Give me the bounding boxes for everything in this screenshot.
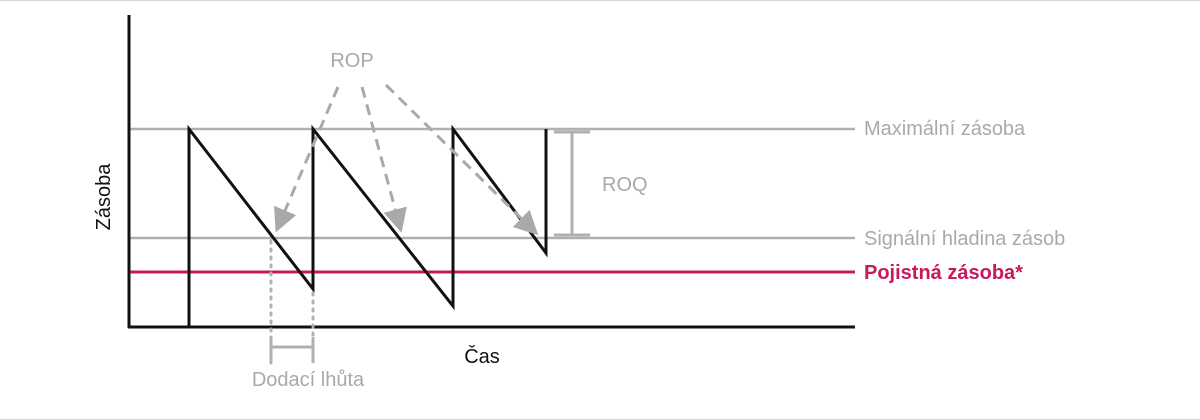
rop-label: ROP xyxy=(330,50,373,72)
rop-arrow-2 xyxy=(360,86,407,233)
safety-stock-label: Pojistná zásoba* xyxy=(864,262,1023,284)
y-axis-label: Zásoba xyxy=(93,163,115,231)
max-level-label: Maximální zásoba xyxy=(864,118,1026,140)
x-axis-label: Čas xyxy=(464,345,500,368)
rop-arrows xyxy=(274,83,539,236)
inventory-sawtooth xyxy=(187,124,548,327)
lead-time-bracket xyxy=(269,239,315,365)
rop-arrow-1 xyxy=(274,86,340,233)
roq-label: ROQ xyxy=(602,174,648,196)
reorder-level-label: Signální hladina zásob xyxy=(864,228,1065,250)
lead-time-label: Dodací lhůta xyxy=(252,369,365,391)
roq-bracket xyxy=(554,130,590,237)
